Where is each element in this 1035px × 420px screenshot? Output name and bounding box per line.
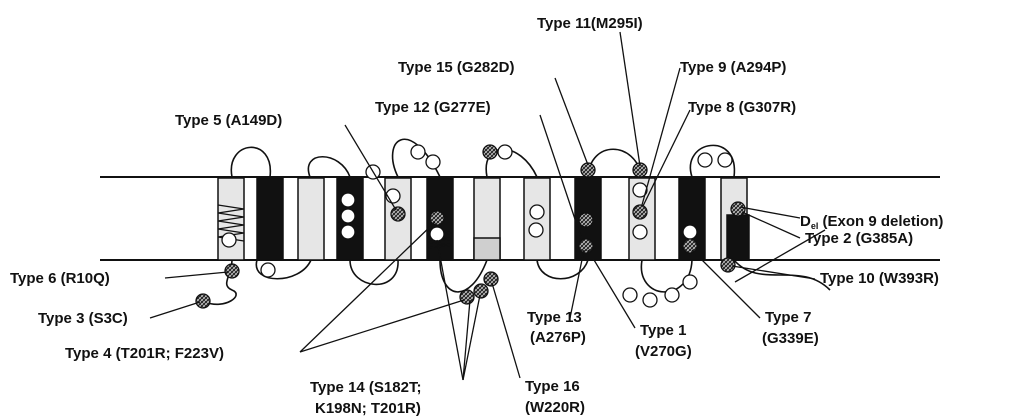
residue [341, 193, 355, 207]
label-type1-line2: (V270G) [635, 343, 692, 360]
residue [483, 145, 497, 159]
residue [430, 211, 444, 225]
residue [683, 225, 697, 239]
leader-type6 [165, 272, 228, 278]
leader-type3 [150, 302, 200, 318]
helix-7b [474, 238, 500, 260]
label-type8: Type 8 (G307R) [688, 99, 796, 116]
springs [218, 205, 453, 248]
label-type7-line1: Type 7 [765, 309, 811, 326]
extracellular-loop-1 [231, 147, 270, 177]
label-type4: Type 4 (T201R; F223V) [65, 345, 224, 362]
leader-type15 [555, 78, 588, 165]
residue [633, 205, 647, 219]
residue [430, 227, 444, 241]
extracellular-loop-2 [308, 157, 350, 177]
residue [341, 209, 355, 223]
residue [225, 264, 239, 278]
label-type12: Type 12 (G277E) [375, 99, 491, 116]
label-type7-line2: (G339E) [762, 330, 819, 347]
residue [698, 153, 712, 167]
residue [579, 213, 593, 227]
residue [474, 284, 488, 298]
residue [498, 145, 512, 159]
label-type13-line2: (A276P) [530, 329, 586, 346]
helix-3 [298, 178, 324, 260]
label-type5: Type 5 (A149D) [175, 112, 282, 129]
residue [411, 145, 425, 159]
residue [426, 155, 440, 169]
residue [633, 225, 647, 239]
residue [718, 153, 732, 167]
residue [683, 275, 697, 289]
residue [341, 225, 355, 239]
residue [579, 239, 593, 253]
leader-type14c [463, 295, 480, 380]
leader-type4 [300, 300, 464, 352]
leader-type11 [620, 32, 640, 166]
label-type15: Type 15 (G282D) [398, 59, 514, 76]
residue [196, 294, 210, 308]
label-type1-line1: Type 1 [640, 322, 686, 339]
residue [721, 258, 735, 272]
leader-type16 [492, 283, 520, 378]
label-type6: Type 6 (R10Q) [10, 270, 110, 287]
residue [460, 290, 474, 304]
label-type10: Type 10 (W393R) [820, 270, 939, 287]
label-type14-line1: Type 14 (S182T; [310, 379, 421, 396]
label-type13-line1: Type 13 [527, 309, 582, 326]
residue [530, 205, 544, 219]
residue [484, 272, 498, 286]
residue [529, 223, 543, 237]
residue [391, 207, 405, 221]
label-del-rest: (Exon 9 deletion) [818, 213, 943, 230]
label-type16-line1: Type 16 [525, 378, 580, 395]
residue [665, 288, 679, 302]
label-type14-line2: K198N; T201R) [315, 400, 421, 417]
residue [623, 288, 637, 302]
residue [683, 239, 697, 253]
residue [261, 263, 275, 277]
helix-2 [257, 178, 283, 260]
label-type11: Type 11(M295I) [537, 15, 643, 32]
residue [581, 163, 595, 177]
leader-type9 [642, 68, 680, 205]
label-del: Del (Exon 9 deletion) [800, 213, 943, 231]
leader-type14a [463, 300, 470, 380]
label-type9: Type 9 (A294P) [680, 59, 786, 76]
label-type3: Type 3 (S3C) [38, 310, 128, 327]
residue [643, 293, 657, 307]
label-del-d: D [800, 213, 811, 230]
residue [731, 202, 745, 216]
label-type2: Type 2 (G385A) [805, 230, 913, 247]
label-type16-line2: (W220R) [525, 399, 585, 416]
residue [222, 233, 236, 247]
helix-12b [727, 215, 749, 260]
transmembrane-helices [218, 178, 749, 260]
